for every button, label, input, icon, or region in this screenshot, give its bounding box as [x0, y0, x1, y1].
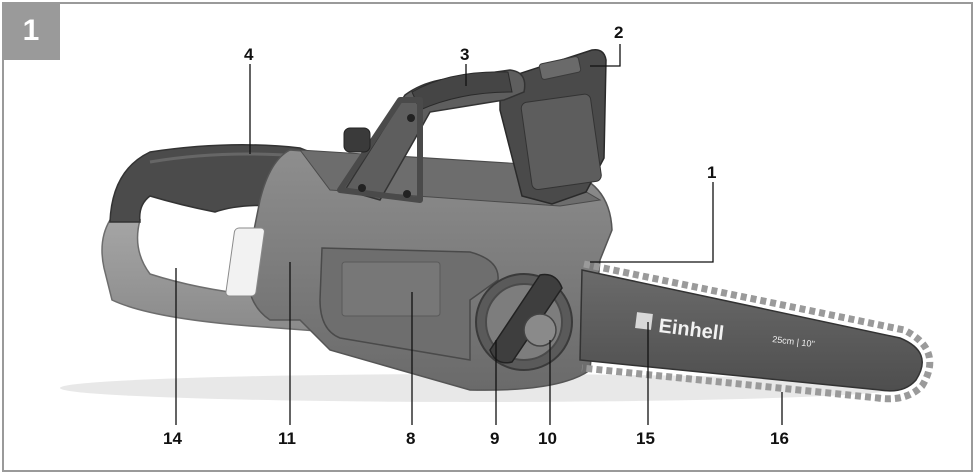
callout-2: 2 [614, 23, 623, 42]
tensioning-knob-lever [489, 273, 563, 364]
callout-3: 3 [460, 45, 469, 64]
battery-pack [520, 93, 602, 191]
brand-logo-box [635, 312, 653, 330]
battery-release-tab [538, 56, 582, 80]
callout-8: 8 [406, 429, 415, 448]
front-handle-grip [411, 71, 513, 111]
leader-2 [590, 44, 621, 67]
figure-number-badge: 1 [2, 2, 60, 60]
leader-1 [590, 182, 714, 263]
handle-screw-1 [407, 114, 415, 122]
saw-chain [581, 260, 934, 403]
callout-14: 14 [163, 429, 182, 448]
handle-screw-3 [403, 190, 411, 198]
fastening-knob [523, 313, 557, 347]
oil-level-window [225, 227, 265, 297]
side-cover-label-area [341, 261, 441, 317]
callout-10: 10 [538, 429, 557, 448]
guide-bar [579, 269, 923, 392]
front-handle [343, 69, 526, 201]
front-handle-frame [337, 97, 423, 203]
callout-11: 11 [278, 429, 296, 448]
oil-tank-cap [343, 127, 371, 153]
callout-1: 1 [707, 163, 716, 182]
handle-screw-2 [358, 184, 366, 192]
callout-leaders [175, 44, 783, 425]
callout-4: 4 [244, 45, 254, 64]
callout-9: 9 [490, 429, 499, 448]
callout-16: 16 [770, 429, 789, 448]
callout-15: 15 [636, 429, 655, 448]
